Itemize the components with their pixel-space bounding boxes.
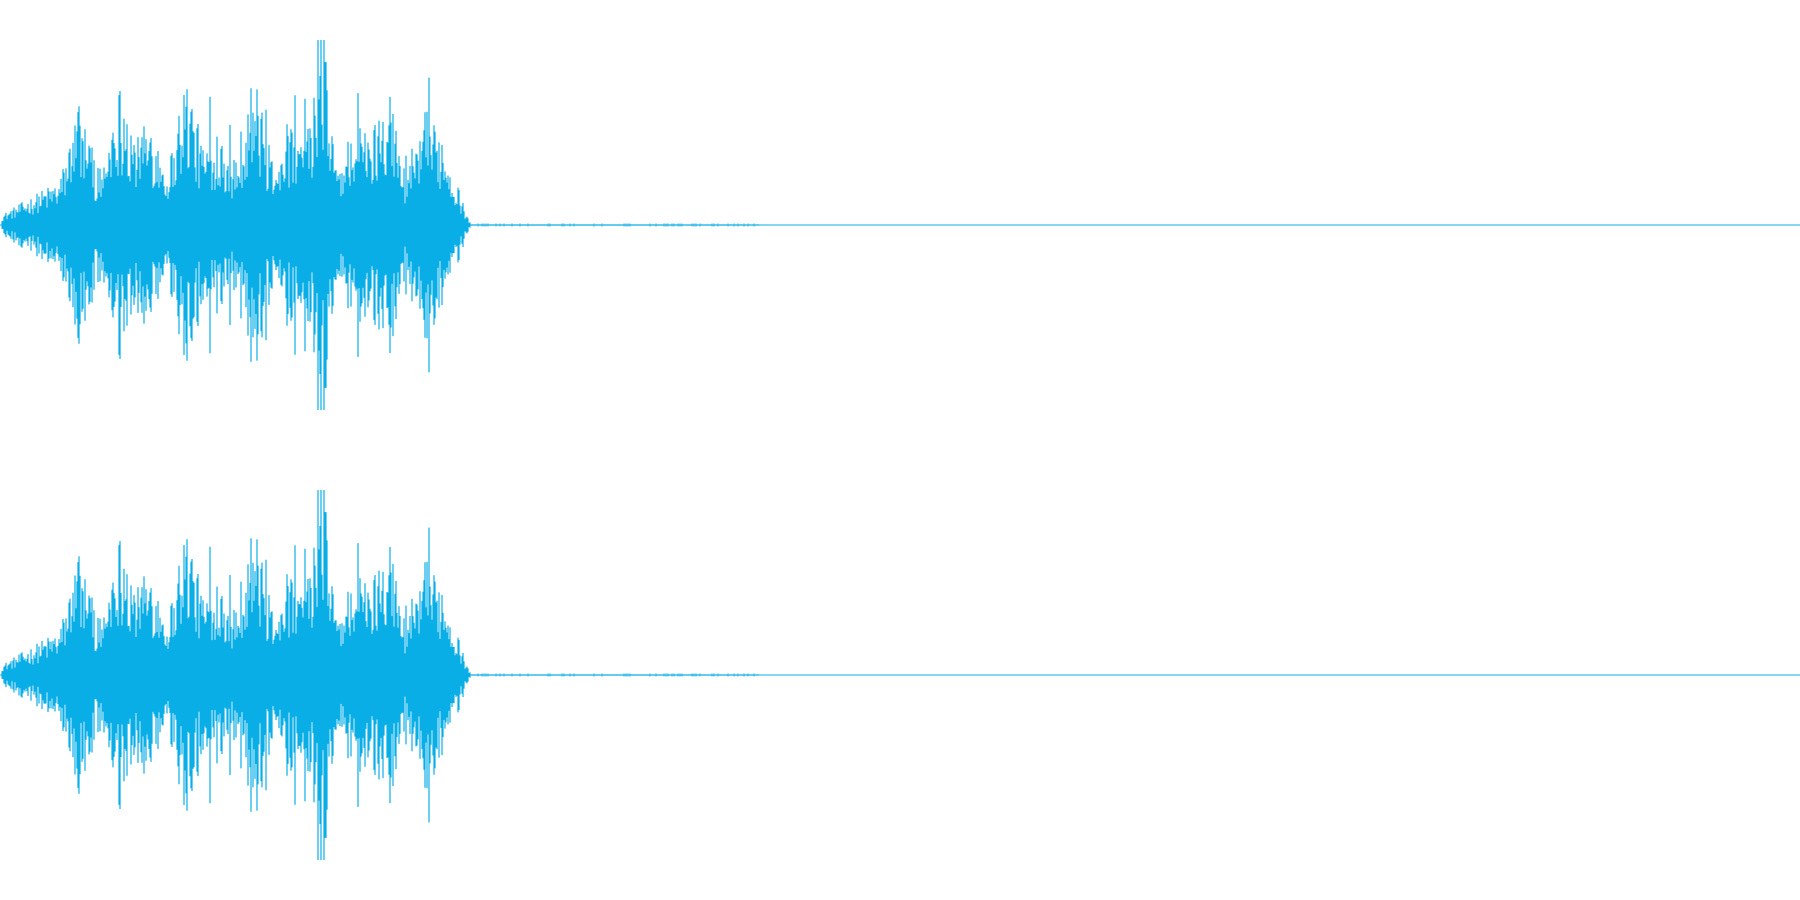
waveform-bars-channel-2 — [1, 490, 759, 860]
waveform-channel-2 — [0, 490, 1800, 860]
waveform-channel-1 — [0, 40, 1800, 410]
waveform-bars-channel-1 — [1, 40, 759, 410]
